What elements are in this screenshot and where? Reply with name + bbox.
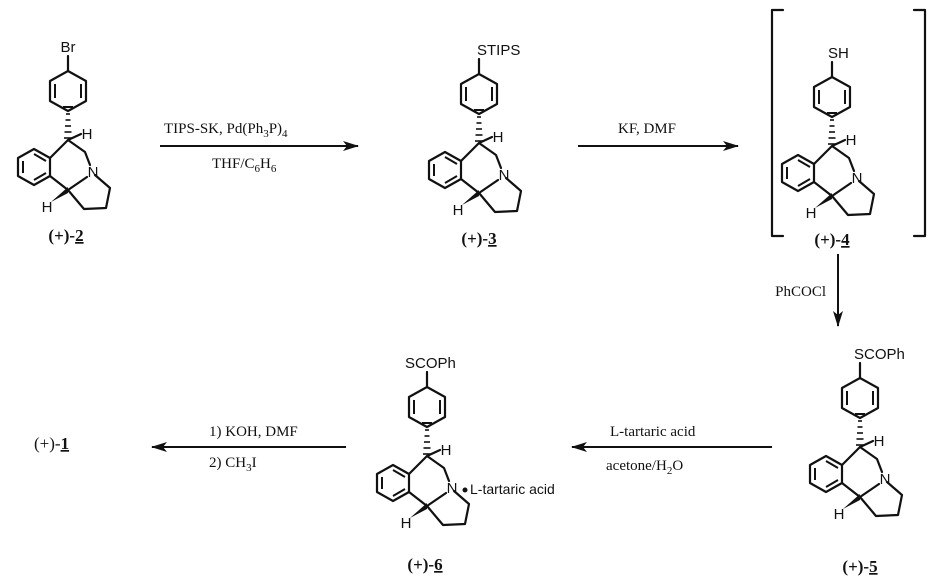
substituent-scoph: SCOPh	[405, 355, 456, 372]
compound-label: (+)-2	[48, 226, 83, 245]
arrow-4-reagents: L-tartaric acid	[610, 424, 696, 440]
atom-n: N	[447, 480, 458, 497]
arrow-step-3: PhCOCl	[775, 254, 843, 327]
atom-h-top: H	[874, 433, 885, 450]
compound-label: (+)-5	[842, 557, 877, 576]
arrow-step-4: L-tartaric acid acetone/H2O	[571, 424, 772, 477]
atom-h-top: H	[846, 132, 857, 149]
atom-h-bottom: H	[834, 506, 845, 523]
salt-label: L-tartaric acid	[470, 481, 555, 497]
compound-label: (+)-4	[814, 230, 850, 249]
arrow-step-1: TIPS-SK, Pd(Ph3P)4 THF/C6H6	[160, 121, 359, 175]
atom-n: N	[499, 167, 510, 184]
substituent-br: Br	[61, 39, 76, 56]
atom-n: N	[88, 164, 99, 181]
compound-2: Br H N H (+)-2	[16, 39, 112, 245]
arrow-4-solvent: acetone/H2O	[606, 458, 683, 477]
substituent-scoph: SCOPh	[854, 346, 905, 363]
compound-label: (+)-3	[461, 229, 496, 248]
arrow-3-reagents: PhCOCl	[775, 284, 826, 300]
atom-h-top: H	[493, 129, 504, 146]
atom-h-bottom: H	[453, 202, 464, 219]
compound-5: SCOPh H N H (+)-5	[808, 346, 905, 576]
arrow-5-conditions: 2) CH3I	[209, 455, 257, 474]
substituent-stips: STIPS	[477, 42, 520, 59]
atom-n: N	[880, 471, 891, 488]
arrow-1-reagents: TIPS-SK, Pd(Ph3P)4	[164, 121, 288, 140]
atom-n: N	[852, 170, 863, 187]
atom-h-bottom: H	[806, 205, 817, 222]
compound-3: STIPS H N H (+)-3	[427, 42, 523, 248]
compound-4: SH H N H (+)-4	[780, 45, 876, 249]
right-bracket	[912, 8, 927, 238]
arrow-step-2: KF, DMF	[578, 121, 739, 151]
atom-h-top: H	[82, 126, 93, 143]
arrow-1-solvent: THF/C6H6	[212, 156, 277, 175]
arrow-2-reagents: KF, DMF	[618, 121, 676, 137]
compound-1-label: (+)-1	[34, 434, 69, 453]
arrow-5-reagents: 1) KOH, DMF	[209, 424, 298, 440]
substituent-sh: SH	[828, 45, 849, 62]
compound-6: SCOPh H N L-tartaric acid H (+)-6	[375, 355, 555, 574]
arrow-step-5: 1) KOH, DMF 2) CH3I	[151, 424, 346, 474]
compound-label: (+)-6	[407, 555, 442, 574]
left-bracket	[770, 8, 785, 238]
atom-h-top: H	[441, 442, 452, 459]
salt-dot	[462, 487, 468, 493]
atom-h-bottom: H	[401, 515, 412, 532]
atom-h-bottom: H	[42, 199, 53, 216]
